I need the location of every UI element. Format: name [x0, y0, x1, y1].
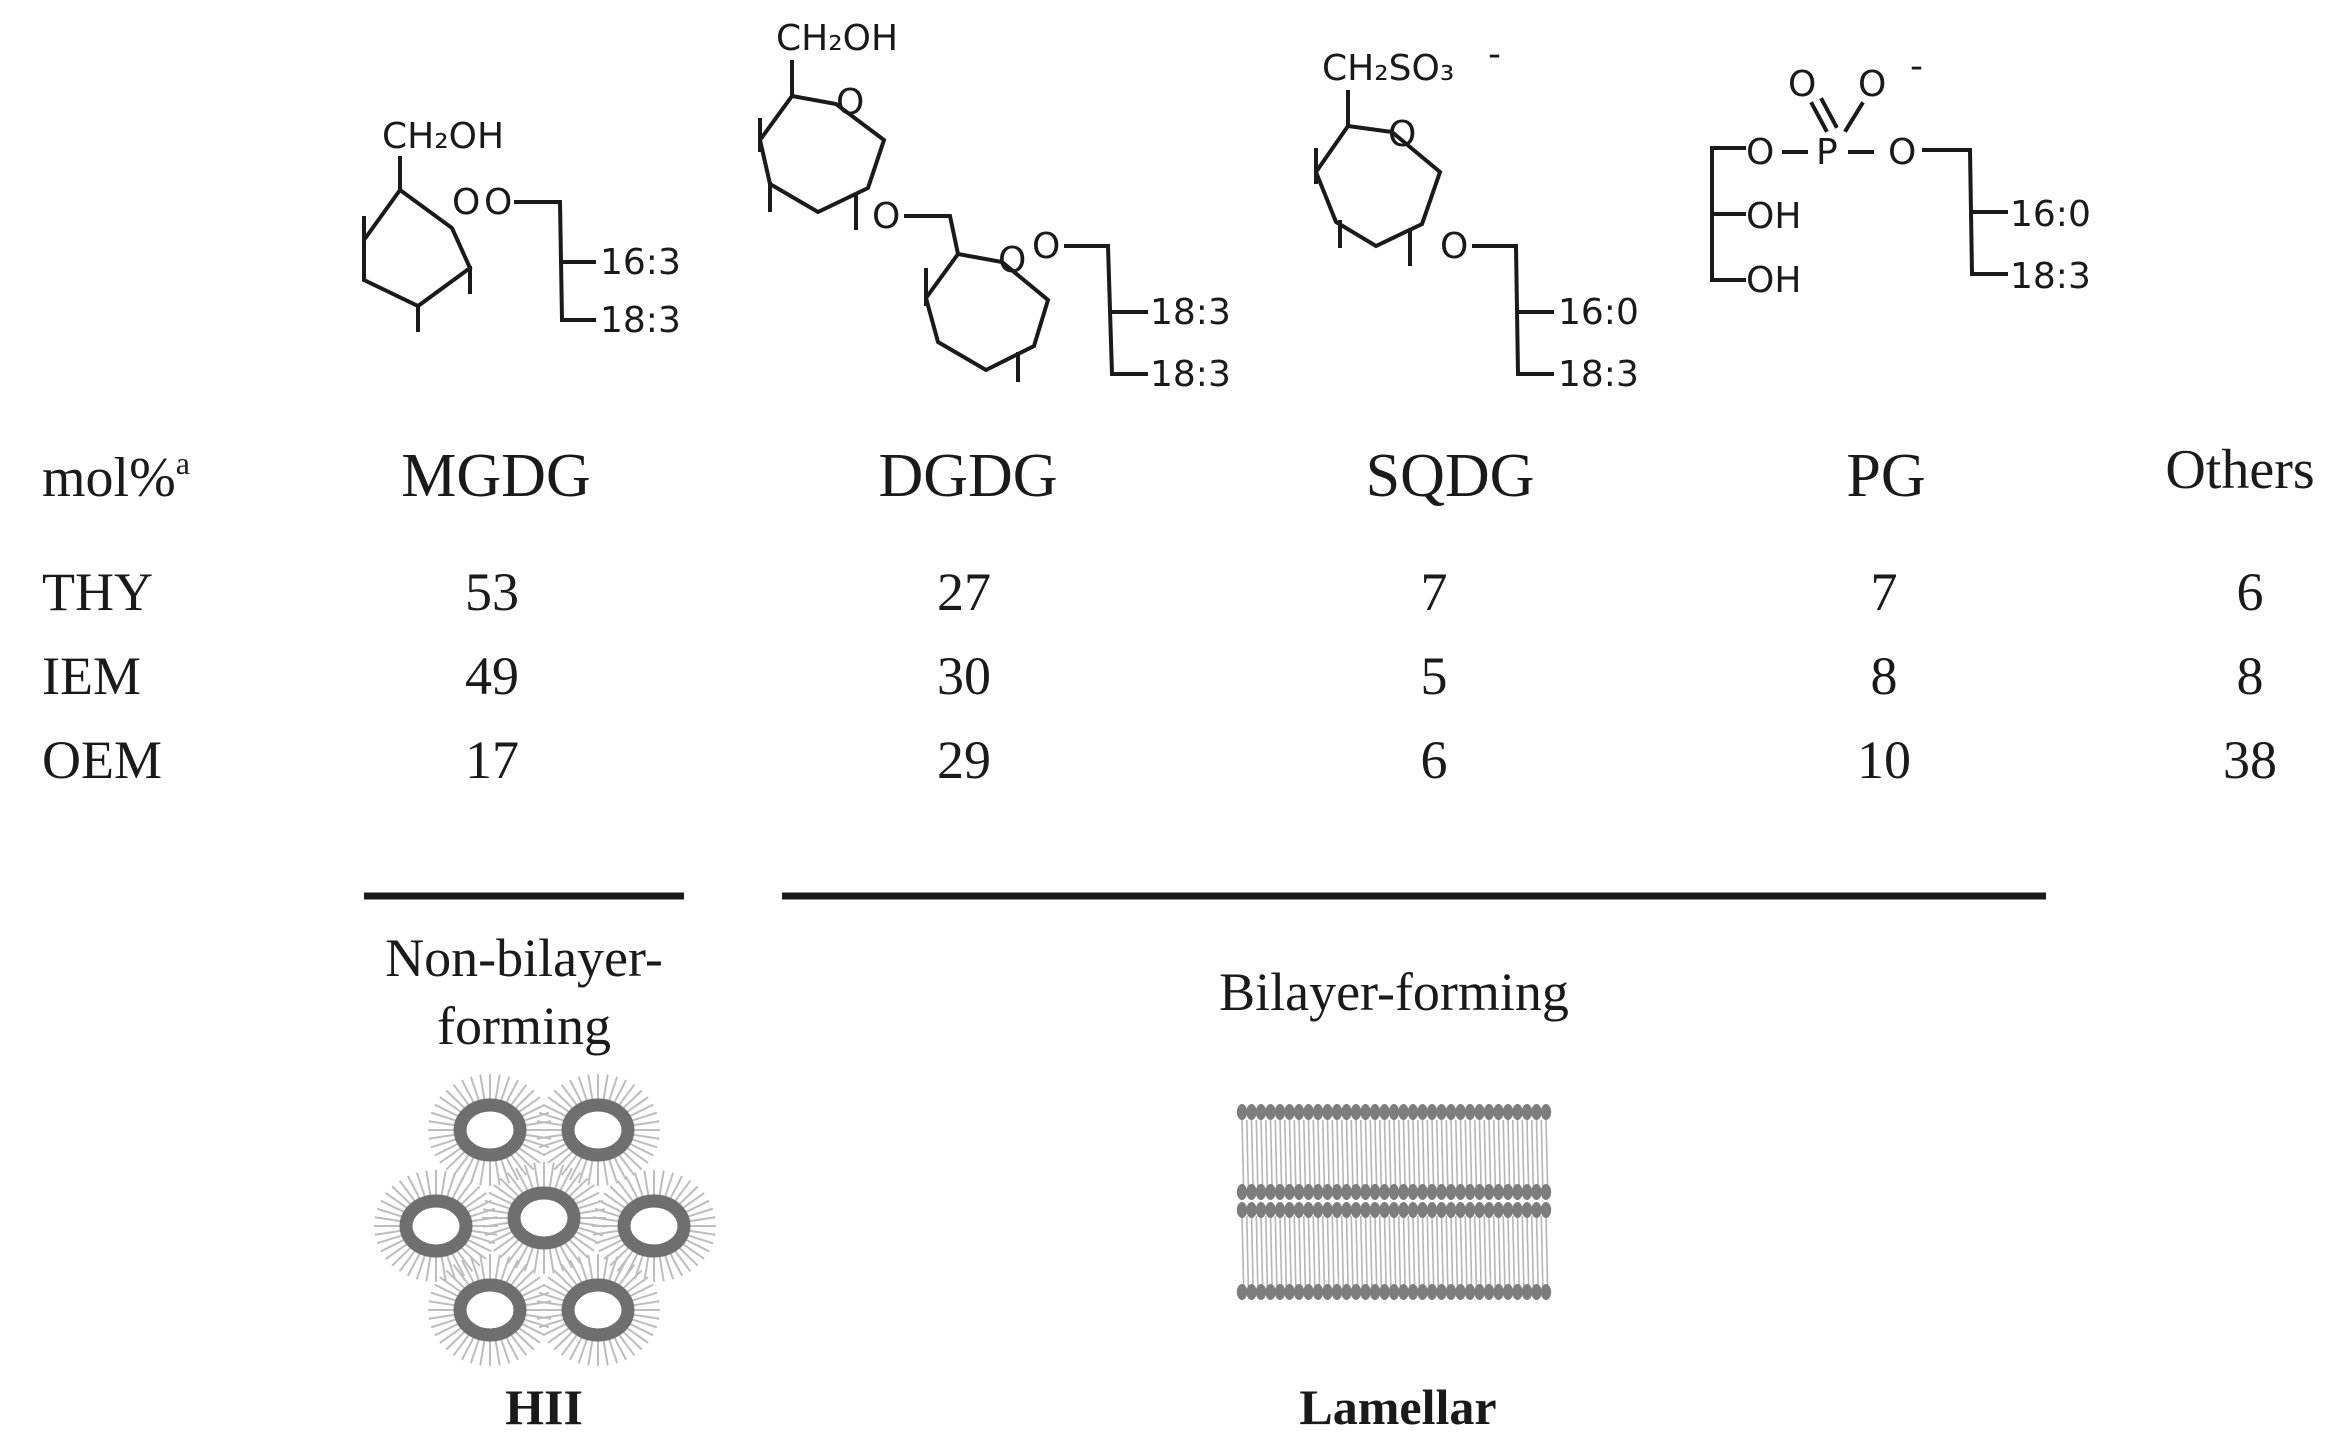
dgdg-chain-1: 18:3 — [1150, 292, 1231, 333]
sqdg-charge: - — [1488, 34, 1501, 75]
table-cell: 8 — [2237, 646, 2264, 706]
pg-hydroxyl-2: OH — [1746, 260, 1801, 301]
sqdg-chain-2: 18:3 — [1558, 354, 1639, 395]
sqdg-ring-bonds — [1313, 90, 1443, 249]
nonbilayer-group: Non-bilayer- forming HII — [374, 928, 716, 1435]
sqdg-chain-1: 16:0 — [1558, 292, 1639, 333]
table-cell: 6 — [2237, 562, 2264, 622]
table-cell: 7 — [1421, 562, 1448, 622]
dgdg-ch2oh-label: CH₂OH — [776, 18, 898, 59]
dgdg-lower-ring-bonds — [923, 251, 1051, 373]
hii-phase-label: HII — [505, 1379, 583, 1435]
table-corner-label: mol%a — [42, 445, 190, 509]
nonbilayer-label-line-2: forming — [437, 996, 611, 1056]
table-cell: 7 — [1871, 562, 1898, 622]
mgdg-ring-bonds — [362, 156, 473, 309]
inverted-micelle — [374, 1170, 498, 1282]
table-cell: 29 — [937, 730, 991, 790]
table-cell: 49 — [465, 646, 519, 706]
mgdg-link-oxygen: O — [484, 182, 512, 223]
table-cell: 10 — [1857, 730, 1911, 790]
sqdg-ch2so3-label: CH₂SO₃ — [1322, 48, 1454, 89]
lipid-tail-region — [1241, 1215, 1549, 1287]
pg-charge: - — [1910, 46, 1923, 87]
pg-bond — [1843, 101, 1865, 133]
column-header-sqdg: SQDG — [1366, 442, 1535, 510]
inverted-micelle — [536, 1254, 660, 1366]
pg-double-bond — [1809, 101, 1829, 133]
sqdg-ring-oxygen: O — [1388, 114, 1416, 155]
inverted-micelle — [536, 1074, 660, 1186]
lipid-headgroup-row — [1236, 1184, 1552, 1200]
lamellar-phase-label: Lamellar — [1299, 1379, 1496, 1435]
bilayer-label: Bilayer-forming — [1219, 962, 1569, 1022]
pg-oxygen-right: O — [1888, 132, 1916, 173]
table-row: IEM 49 30 5 8 8 — [42, 646, 2264, 706]
dgdg-link-oxygen-2: O — [1032, 226, 1060, 267]
table-cell: 30 — [937, 646, 991, 706]
hexagonal-phase-illustration — [374, 1074, 716, 1366]
dgdg-link-oxygen-1: O — [872, 196, 900, 237]
mgdg-ring-oxygen: O — [452, 182, 480, 223]
pg-double-bond — [1819, 97, 1839, 129]
dgdg-upper-ring-bonds — [757, 60, 887, 215]
lipid-headgroup-row — [1236, 1284, 1552, 1300]
inverted-micelle — [428, 1074, 552, 1186]
mgdg-structure: CH₂OH O O 16:3 18:3 — [362, 116, 681, 341]
column-header-mgdg: MGDG — [401, 442, 590, 510]
dgdg-structure: CH₂OH O O O O 18:3 18:3 — [757, 18, 1231, 395]
dgdg-linker-bond — [904, 214, 961, 257]
table-cell: 6 — [1421, 730, 1448, 790]
lipid-tail-region — [1241, 1119, 1549, 1189]
composition-table: mol%a MGDG DGDG SQDG PG Others THY 53 27… — [42, 439, 2315, 790]
row-label-iem: IEM — [42, 646, 141, 706]
table-cell: 8 — [1871, 646, 1898, 706]
row-label-thy: THY — [42, 562, 153, 622]
pg-phosphorus: P — [1816, 132, 1838, 173]
lipid-headgroup-row — [1236, 1104, 1552, 1120]
column-header-pg: PG — [1846, 442, 1925, 510]
nonbilayer-label-line-1: Non-bilayer- — [385, 928, 663, 988]
table-cell: 53 — [465, 562, 519, 622]
row-label-oem: OEM — [42, 730, 162, 790]
table-cell: 38 — [2223, 730, 2277, 790]
inverted-micelle — [428, 1254, 552, 1366]
sqdg-structure: CH₂SO₃ - O O 16:0 18:3 — [1313, 34, 1639, 395]
lipid-headgroup-row — [1236, 1202, 1552, 1218]
table-cell: 17 — [465, 730, 519, 790]
pg-hydroxyl-1: OH — [1746, 196, 1801, 237]
dgdg-lower-ring-oxygen: O — [998, 240, 1026, 281]
pg-oxygen-top-2: O — [1858, 64, 1886, 105]
dgdg-upper-ring-oxygen: O — [836, 82, 864, 123]
table-cell: 27 — [937, 562, 991, 622]
column-header-dgdg: DGDG — [878, 442, 1057, 510]
pg-chain-2: 18:3 — [2010, 256, 2091, 297]
table-row: THY 53 27 7 7 6 — [42, 562, 2264, 622]
pg-oxygen-left: O — [1746, 132, 1774, 173]
inverted-micelle — [592, 1170, 716, 1282]
lamellar-phase-illustration — [1236, 1104, 1552, 1300]
sqdg-link-oxygen: O — [1440, 226, 1468, 267]
column-header-others: Others — [2165, 439, 2314, 501]
table-row: OEM 17 29 6 10 38 — [42, 730, 2277, 790]
pg-chain-1: 16:0 — [2010, 194, 2091, 235]
mgdg-chain-1: 16:3 — [600, 242, 681, 283]
mgdg-ch2oh-label: CH₂OH — [382, 116, 504, 157]
dgdg-chain-2: 18:3 — [1150, 354, 1231, 395]
table-cell: 5 — [1421, 646, 1448, 706]
pg-structure: O O - O P O OH OH 16:0 18:3 — [1710, 46, 2091, 301]
bilayer-group: Bilayer-forming Lamellar — [1219, 962, 1569, 1435]
inverted-micelle — [482, 1162, 606, 1274]
pg-oxygen-top-1: O — [1788, 64, 1816, 105]
mgdg-chain-2: 18:3 — [600, 300, 681, 341]
